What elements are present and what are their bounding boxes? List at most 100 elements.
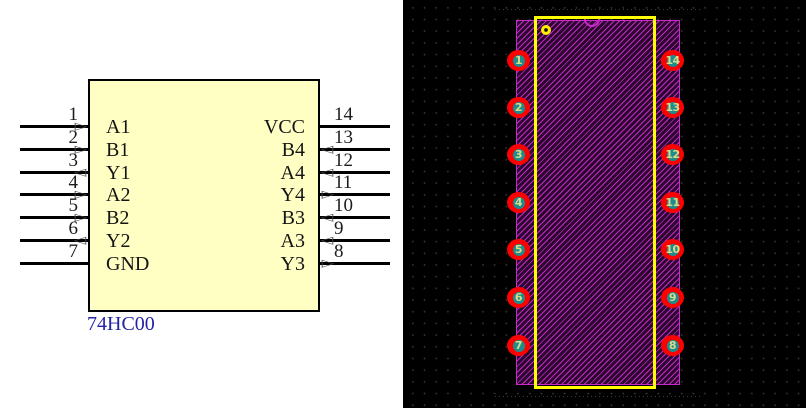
pin-wire-12[interactable] <box>320 171 390 174</box>
pin-number: 6 <box>68 218 79 239</box>
drill-hole <box>666 243 679 256</box>
pin-name: A2 <box>106 184 131 206</box>
pin-wire-9[interactable] <box>320 239 390 242</box>
footprint-view: 1 2 3 4 5 6 7 14 13 12 <box>403 0 806 408</box>
pin-output-arrow-icon: ▷ <box>321 187 335 201</box>
pin-number: 10 <box>334 195 353 216</box>
pin-input-arrow-icon: ▷ <box>74 187 88 201</box>
pin-number: 13 <box>334 127 353 148</box>
pin-input-arrow-icon: ◁ <box>320 142 334 156</box>
pad-1[interactable]: 1 <box>507 50 530 71</box>
pad-10[interactable]: 10 <box>661 239 684 260</box>
pin-number: 7 <box>68 241 79 262</box>
pin-number: 2 <box>68 127 79 148</box>
pad-9[interactable]: 9 <box>661 287 684 308</box>
pad-number: 2 <box>514 101 523 114</box>
pin-name: B1 <box>106 139 130 161</box>
pin-name: A4 <box>280 162 305 184</box>
silkscreen-outline[interactable] <box>534 16 656 389</box>
drill-hole <box>512 243 525 256</box>
drill-hole <box>512 196 525 209</box>
pad-number: 4 <box>514 196 523 209</box>
pad-11[interactable]: 11 <box>661 192 684 213</box>
pad-14[interactable]: 14 <box>661 50 684 71</box>
pad-12[interactable]: 12 <box>661 144 684 165</box>
pin-name: Y4 <box>280 184 305 206</box>
pin-input-arrow-icon: ▷ <box>74 119 88 133</box>
pin-input-arrow-icon: ▷ <box>74 210 88 224</box>
pin-name: B4 <box>281 139 305 161</box>
pad-number: 5 <box>514 243 523 256</box>
pad-number: 12 <box>665 148 680 161</box>
pin-wire-6[interactable] <box>20 239 88 242</box>
pad-5[interactable]: 5 <box>507 239 530 260</box>
pin-number: 8 <box>334 241 344 262</box>
pin-output-arrow-icon: ◁ <box>73 233 87 247</box>
drill-hole <box>512 54 525 67</box>
pin-wire-14[interactable] <box>320 125 390 128</box>
pad-number: 6 <box>514 291 523 304</box>
drill-hole <box>666 101 679 114</box>
pin-number: 3 <box>68 150 79 171</box>
drill-hole <box>666 54 679 67</box>
pin-name: Y2 <box>106 230 131 252</box>
pin-number: 1 <box>68 104 79 125</box>
pin-input-arrow-icon: ◁ <box>320 233 334 247</box>
part-reference-label[interactable]: 74HC00 <box>87 313 155 335</box>
grid-dotted-line-top <box>495 9 701 10</box>
pin-name: B3 <box>281 207 305 229</box>
pad-number: 1 <box>514 54 523 67</box>
pin-name: B2 <box>106 207 130 229</box>
drill-hole <box>666 291 679 304</box>
pin-wire-3[interactable] <box>20 171 88 174</box>
pin-number: 14 <box>334 104 353 125</box>
pin-name: A1 <box>106 116 131 138</box>
pin-wire-11[interactable] <box>320 193 390 196</box>
pad-6[interactable]: 6 <box>507 287 530 308</box>
pin-name: GND <box>106 253 150 275</box>
pin-wire-4[interactable] <box>20 193 88 196</box>
pad-7[interactable]: 7 <box>507 335 530 356</box>
drill-hole <box>666 148 679 161</box>
pin-number: 9 <box>334 218 344 239</box>
pad-number: 7 <box>514 339 523 352</box>
pin-name: VCC <box>263 116 305 138</box>
pin-name: Y3 <box>280 253 305 275</box>
drill-hole <box>512 101 525 114</box>
pin-output-arrow-icon: ▷ <box>321 256 335 270</box>
component-body[interactable] <box>88 79 320 312</box>
pad-4[interactable]: 4 <box>507 192 530 213</box>
drill-hole <box>666 196 679 209</box>
pin-name: A3 <box>280 230 305 252</box>
pad-number: 8 <box>668 339 677 352</box>
drill-hole <box>512 339 525 352</box>
pad-number: 9 <box>668 291 677 304</box>
pad-3[interactable]: 3 <box>507 144 530 165</box>
pin-wire-1[interactable] <box>20 125 88 128</box>
pin-input-arrow-icon: ◁ <box>320 210 334 224</box>
pad-number: 10 <box>665 243 680 256</box>
pin-wire-13[interactable] <box>320 148 390 151</box>
pad-number: 11 <box>665 196 680 209</box>
pin-wire-8[interactable] <box>320 262 390 265</box>
pad-number: 13 <box>665 101 680 114</box>
pad-number: 3 <box>514 148 523 161</box>
pad-13[interactable]: 13 <box>661 97 684 118</box>
pin-number: 5 <box>68 195 79 216</box>
pin-output-arrow-icon: ◁ <box>73 165 87 179</box>
pad-number: 14 <box>665 54 680 67</box>
drill-hole <box>666 339 679 352</box>
pad-8[interactable]: 8 <box>661 335 684 356</box>
pin-wire-2[interactable] <box>20 148 88 151</box>
pin-number: 4 <box>68 172 79 193</box>
drill-hole <box>512 148 525 161</box>
pin-number: 12 <box>334 150 353 171</box>
drill-hole <box>512 291 525 304</box>
pad-2[interactable]: 2 <box>507 97 530 118</box>
pin-wire-10[interactable] <box>320 216 390 219</box>
pin-input-arrow-icon: ◁ <box>320 165 334 179</box>
pin-wire-5[interactable] <box>20 216 88 219</box>
pin-input-arrow-icon: ▷ <box>74 142 88 156</box>
pin-wire-7[interactable] <box>20 262 88 265</box>
